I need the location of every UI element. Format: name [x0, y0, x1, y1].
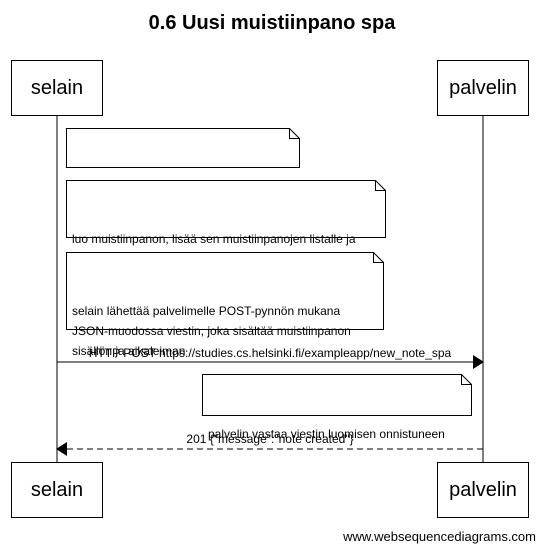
participant-browser-bottom-label: selain: [30, 478, 84, 501]
footer-watermark: www.websequencediagrams.com: [343, 529, 536, 544]
request-arrowhead: [473, 355, 484, 369]
note-send-post-text: selain lähettää palvelimelle POST-pynnön…: [72, 304, 351, 358]
participant-server-top: palvelin: [437, 60, 529, 116]
participant-browser-top: selain: [11, 60, 103, 116]
note-server-response-text: palvelin vastaa viestin luomisen onnistu…: [208, 427, 445, 441]
note-send-post: selain lähettää palvelimelle POST-pynnön…: [66, 252, 384, 358]
response-arrowhead: [56, 442, 67, 456]
note-register-handler: selain rekisteröi tapahtumankäsittelijän: [66, 128, 300, 192]
response-message-label: 201 {"message":"note created"}: [186, 432, 354, 446]
participant-server-bottom: palvelin: [437, 462, 529, 518]
request-message-label: HTTP POST https://studies.cs.helsinki.fi…: [88, 346, 452, 360]
participant-browser-bottom: selain: [11, 462, 103, 518]
participant-browser-label: selain: [30, 76, 84, 99]
note-create-note: luo muistiinpanon, lisää sen muistiinpan…: [66, 180, 386, 266]
participant-server-label: palvelin: [449, 76, 517, 99]
note-server-response: palvelin vastaa viestin luomisen onnistu…: [202, 374, 472, 441]
participant-server-bottom-label: palvelin: [449, 478, 517, 501]
diagram-title: 0.6 Uusi muistiinpano spa: [148, 12, 396, 34]
